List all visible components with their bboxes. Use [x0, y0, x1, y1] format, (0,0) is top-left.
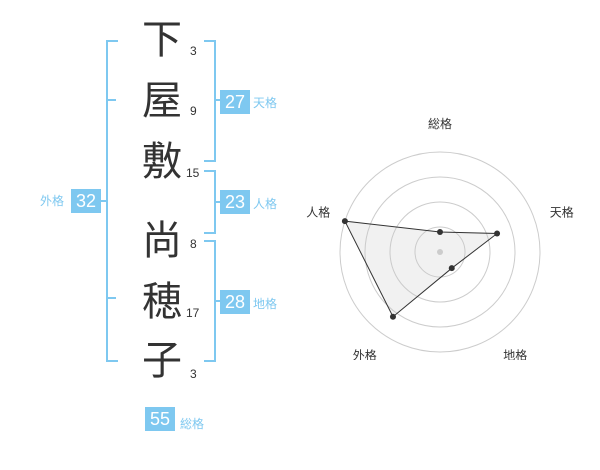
tenkaku-label: 天格	[253, 96, 278, 110]
name-char-6: 子	[142, 338, 182, 384]
radar-ring-1	[414, 226, 466, 278]
radar-label-3: 地格	[503, 348, 527, 360]
gaikaku-bracket-connector	[100, 200, 106, 202]
jinkaku-connector	[214, 201, 220, 203]
gaikaku-label: 外格	[40, 194, 65, 208]
stroke-count-4: 8	[190, 237, 197, 251]
radar-point-3	[448, 265, 455, 272]
radar-label-5: 人格	[306, 204, 330, 219]
soukaku-badge: 55	[145, 407, 175, 431]
gaikaku-bracket-tick-lower	[106, 297, 116, 299]
name-char-1: 下	[142, 17, 182, 63]
gaikaku-bracket-tick-upper	[106, 99, 116, 101]
name-char-4: 尚	[142, 218, 182, 264]
jinkaku-badge: 23	[220, 190, 250, 214]
stroke-count-5: 17	[186, 306, 200, 320]
radar-points	[341, 218, 501, 320]
radar-label-1: 総格	[428, 116, 452, 131]
chikaku-label: 地格	[253, 297, 278, 311]
radar-ring-3	[364, 176, 516, 328]
stroke-count-2: 9	[190, 104, 197, 118]
tenkaku-bracket	[204, 40, 216, 162]
chikaku-badge: 28	[220, 290, 250, 314]
stroke-count-3: 15	[186, 166, 200, 180]
radar-grid	[339, 151, 541, 353]
radar-ring-2	[389, 201, 491, 303]
name-char-3: 敷	[142, 139, 182, 185]
gaikaku-badge: 32	[71, 189, 101, 213]
name-char-5: 穂	[142, 279, 182, 325]
radar-ring-4	[339, 151, 541, 353]
radar-point-5	[341, 218, 348, 225]
stroke-count-6: 3	[190, 367, 197, 381]
radar-center-dot	[437, 249, 443, 255]
tenkaku-badge: 27	[220, 90, 250, 114]
chikaku-connector	[214, 300, 220, 302]
radar-point-4	[389, 313, 396, 320]
soukaku-label: 総格	[180, 417, 205, 431]
radar-polygon	[344, 220, 499, 318]
stroke-count-1: 3	[190, 44, 197, 58]
radar-point-2	[494, 230, 501, 237]
radar-point-1	[437, 229, 443, 235]
tenkaku-connector	[214, 99, 220, 101]
jinkaku-label: 人格	[253, 197, 278, 211]
name-char-2: 屋	[142, 78, 182, 124]
radar-label-4: 外格	[353, 348, 377, 360]
gaikaku-bracket	[106, 40, 118, 362]
radar-label-2: 天格	[550, 204, 574, 219]
